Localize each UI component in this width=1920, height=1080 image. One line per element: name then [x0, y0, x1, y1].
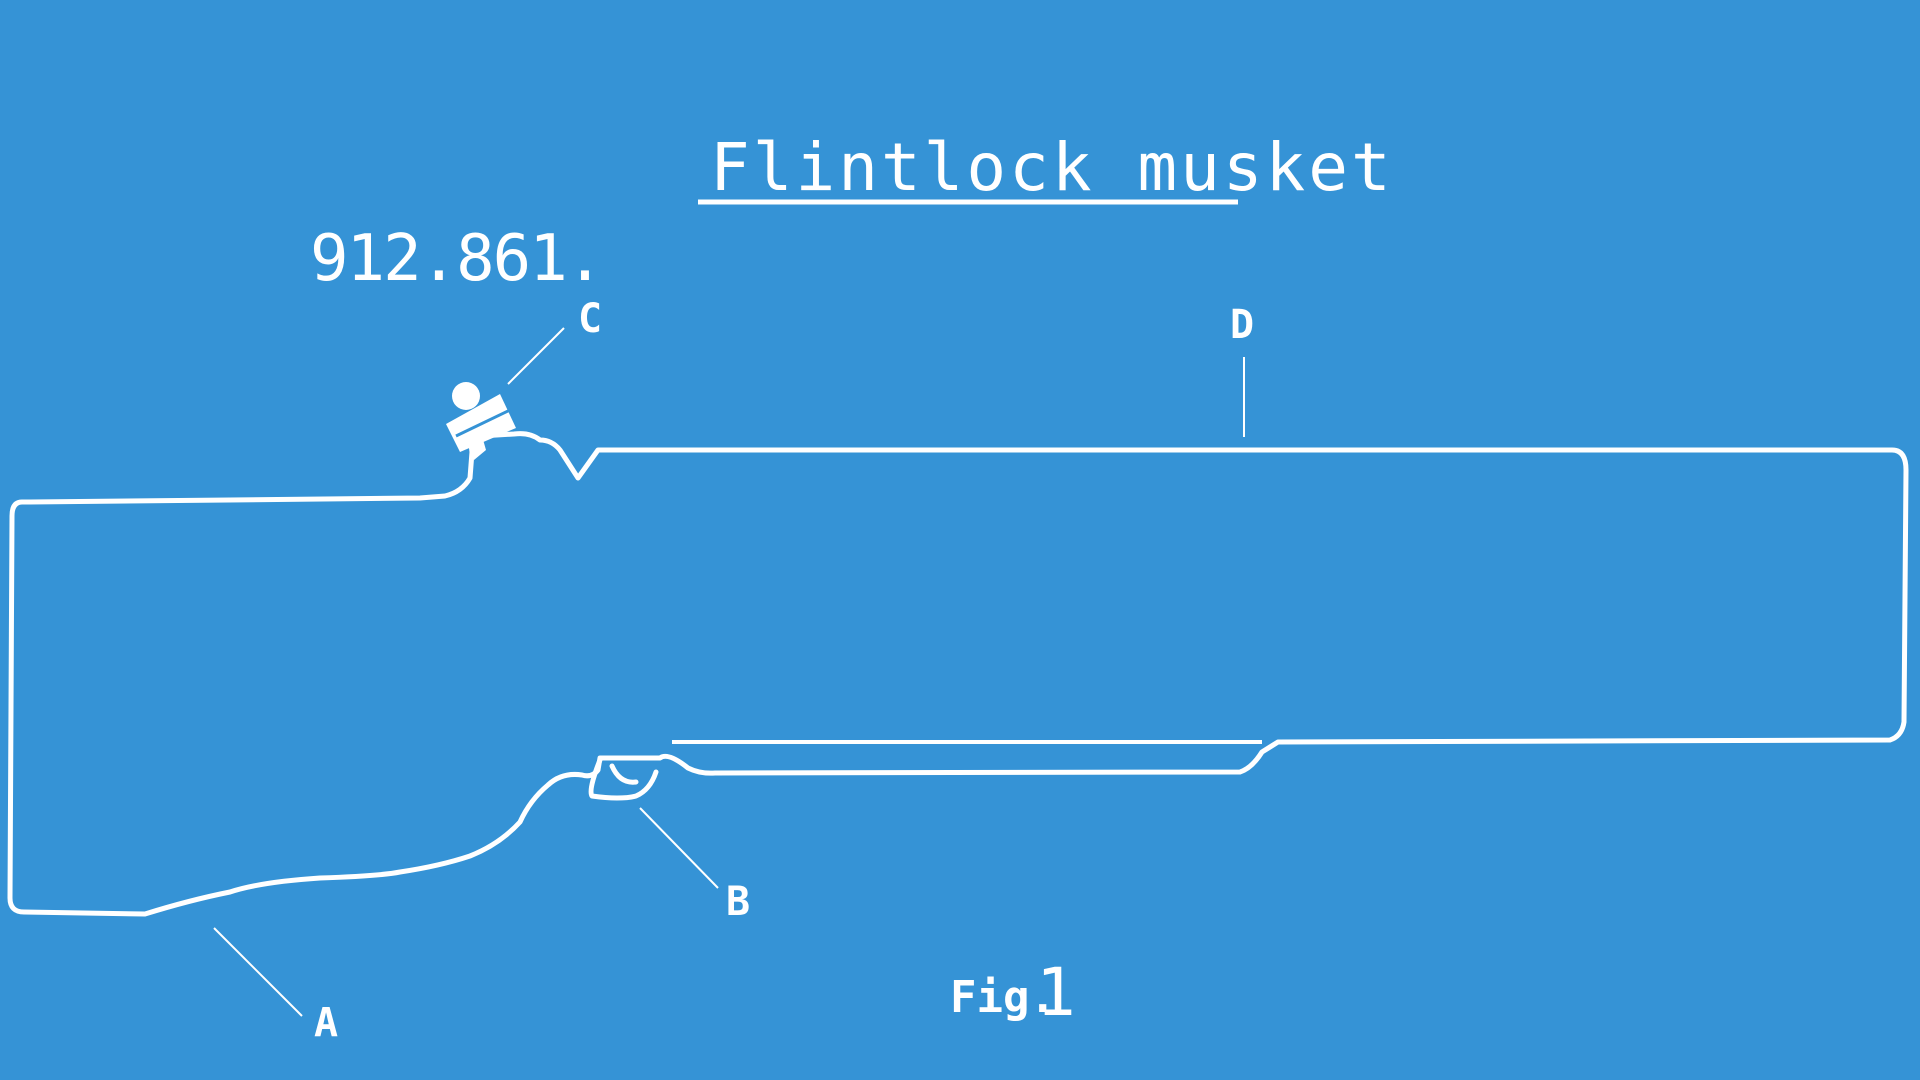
label-a: A: [314, 1000, 338, 1046]
musket-outline: [7, 431, 1909, 917]
flintlock-hammer: [446, 382, 516, 460]
label-d: D: [1230, 302, 1254, 348]
trigger: [609, 763, 639, 785]
leader-line-c: [507, 327, 565, 385]
label-c: C: [578, 296, 602, 342]
label-b: B: [726, 879, 750, 925]
leader-line-a: [213, 927, 303, 1017]
reference-code: 912.861.: [310, 222, 602, 296]
figure-caption-prefix: Fig.: [950, 972, 1056, 1023]
trigger-guard: [588, 757, 659, 801]
diagram-title: Flintlock musket: [710, 129, 1394, 206]
figure-caption-number: 1: [1036, 954, 1076, 1031]
leader-line-b: [639, 807, 719, 889]
